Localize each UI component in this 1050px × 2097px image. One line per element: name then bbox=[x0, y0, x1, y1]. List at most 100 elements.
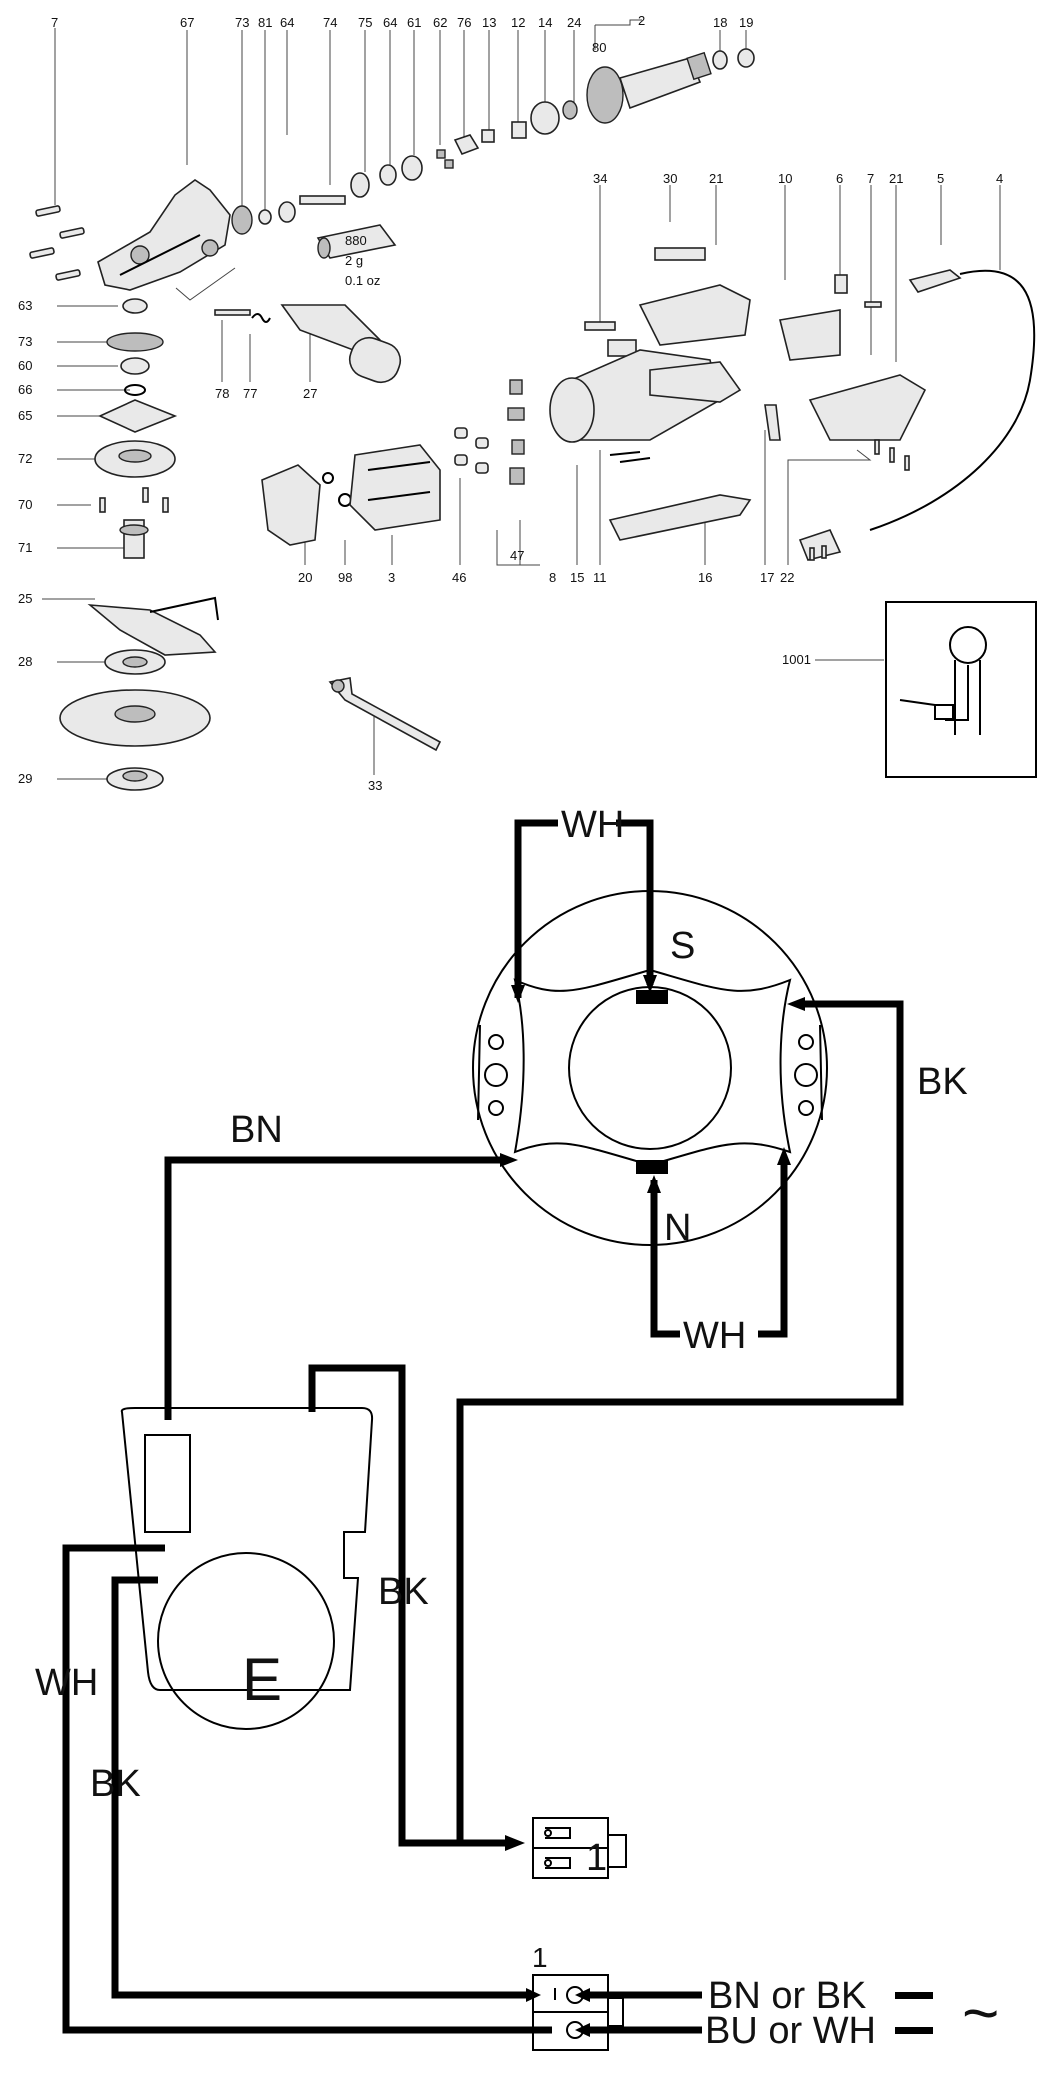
label-bn: BN bbox=[230, 1109, 283, 1151]
part-label: 20 bbox=[298, 570, 312, 585]
part-label: 60 bbox=[18, 358, 32, 373]
part-label: 27 bbox=[303, 386, 317, 401]
label-module-e: E bbox=[242, 1646, 282, 1713]
part-label: 2 bbox=[638, 13, 645, 28]
label-ac-symbol: ~ bbox=[962, 1977, 999, 2049]
wire-bk-right bbox=[456, 1000, 904, 1843]
wire-wh-left bbox=[62, 1544, 552, 2034]
part-label: 77 bbox=[243, 386, 257, 401]
electronics-module bbox=[120, 1407, 374, 1730]
plug-terminal bbox=[532, 1974, 624, 2051]
side-handle-27 bbox=[280, 304, 402, 384]
wire-bk-left bbox=[111, 1576, 533, 1999]
part-label: 71 bbox=[18, 540, 32, 555]
label-pole-n: N bbox=[664, 1207, 691, 1249]
part-label: 34 bbox=[593, 171, 607, 186]
label-plug-terminal: 1 bbox=[532, 1942, 548, 1973]
part-label: 10 bbox=[778, 171, 792, 186]
part-label: 7 bbox=[867, 171, 874, 186]
grease-tube bbox=[316, 224, 397, 259]
arrow-wh-bottom-center bbox=[647, 1175, 661, 1193]
part-label: 30 bbox=[663, 171, 677, 186]
lock-pin-78 bbox=[214, 309, 271, 323]
part-label: 7 bbox=[51, 15, 58, 30]
part-label: 73 bbox=[235, 15, 249, 30]
part-label: 12 bbox=[511, 15, 525, 30]
grease-part-number: 880 bbox=[345, 233, 367, 248]
part-label: 8 bbox=[549, 570, 556, 585]
part-label: 64 bbox=[383, 15, 397, 30]
part-label: 22 bbox=[780, 570, 794, 585]
part-label: 14 bbox=[538, 15, 552, 30]
pin-wrench-33 bbox=[328, 677, 442, 752]
part-label: 75 bbox=[358, 15, 372, 30]
label-supply-1: BN or BK bbox=[708, 1975, 866, 2017]
part-label: 66 bbox=[18, 382, 32, 397]
arrow-supply-1 bbox=[575, 1988, 590, 2002]
part-label: 21 bbox=[889, 171, 903, 186]
arrow-wh-bottom-right bbox=[777, 1147, 791, 1165]
part-label: 81 bbox=[258, 15, 272, 30]
label-supply-2: BU or WH bbox=[705, 2010, 876, 2052]
part-label: 18 bbox=[713, 15, 727, 30]
part-label: 25 bbox=[18, 591, 32, 606]
part-label: 78 bbox=[215, 386, 229, 401]
flange-and-disc bbox=[59, 649, 211, 791]
part-label: 98 bbox=[338, 570, 352, 585]
power-cord-4 bbox=[798, 269, 1036, 561]
part-label: 70 bbox=[18, 497, 32, 512]
gear-stack-left bbox=[94, 298, 178, 559]
wire-labels: WH S N WH BN BK BK WH BK E 1 1 BN or BK … bbox=[35, 804, 999, 2052]
part-label: 3 bbox=[388, 570, 395, 585]
part-label: 1001 bbox=[782, 652, 811, 667]
part-label: 46 bbox=[452, 570, 466, 585]
switch bbox=[532, 1817, 627, 1879]
part-label: 62 bbox=[433, 15, 447, 30]
part-label: 33 bbox=[368, 778, 382, 793]
part-label: 80 bbox=[592, 40, 606, 55]
part-label: 47 bbox=[510, 548, 524, 563]
part-label: 17 bbox=[760, 570, 774, 585]
part-label: 72 bbox=[18, 451, 32, 466]
part-label: 67 bbox=[180, 15, 194, 30]
part-label: 74 bbox=[323, 15, 337, 30]
part-label: 61 bbox=[407, 15, 421, 30]
part-label: 11 bbox=[593, 570, 607, 585]
wheel-guard-25 bbox=[87, 596, 219, 656]
arrow-bk-switch bbox=[505, 1835, 525, 1851]
part-label: 76 bbox=[457, 15, 471, 30]
grease-note: 880 2 g 0.1 oz bbox=[345, 233, 380, 288]
part-label: 24 bbox=[567, 15, 581, 30]
part-label: 73 bbox=[18, 334, 32, 349]
part-label: 64 bbox=[280, 15, 294, 30]
label-switch-terminal: 1 bbox=[586, 1837, 607, 1879]
armature-2 bbox=[586, 48, 755, 124]
part-label: 15 bbox=[570, 570, 584, 585]
wire-bn bbox=[164, 1156, 508, 1420]
part-label: 4 bbox=[996, 171, 1003, 186]
wiring-diagram: WH S N WH BN BK BK WH BK E 1 1 BN or BK … bbox=[35, 804, 999, 2052]
spindle-parts-row bbox=[231, 100, 578, 235]
label-wh-top: WH bbox=[561, 804, 624, 846]
part-label: 5 bbox=[937, 171, 944, 186]
label-pole-s: S bbox=[670, 925, 695, 967]
label-wh-bottom: WH bbox=[683, 1315, 746, 1357]
part-label: 21 bbox=[709, 171, 723, 186]
part-label: 6 bbox=[836, 171, 843, 186]
leader-lines bbox=[42, 19, 1001, 780]
screws-7 bbox=[29, 205, 85, 281]
label-bk-right: BK bbox=[917, 1061, 968, 1103]
part-number-labels: 7 67 73 81 64 74 75 64 61 62 76 13 12 14… bbox=[18, 13, 1003, 793]
wire-wh-bottom bbox=[650, 1158, 788, 1338]
inset-1001 bbox=[885, 601, 1037, 778]
wire-bk-center bbox=[308, 1364, 512, 1847]
motor-housing-parts bbox=[261, 247, 927, 546]
pole-s-brush bbox=[636, 990, 668, 1004]
arrow-bn bbox=[500, 1153, 518, 1167]
part-label: 28 bbox=[18, 654, 32, 669]
part-label: 65 bbox=[18, 408, 32, 423]
arrow-bk-right bbox=[787, 997, 805, 1011]
label-bk-left: BK bbox=[90, 1763, 141, 1805]
